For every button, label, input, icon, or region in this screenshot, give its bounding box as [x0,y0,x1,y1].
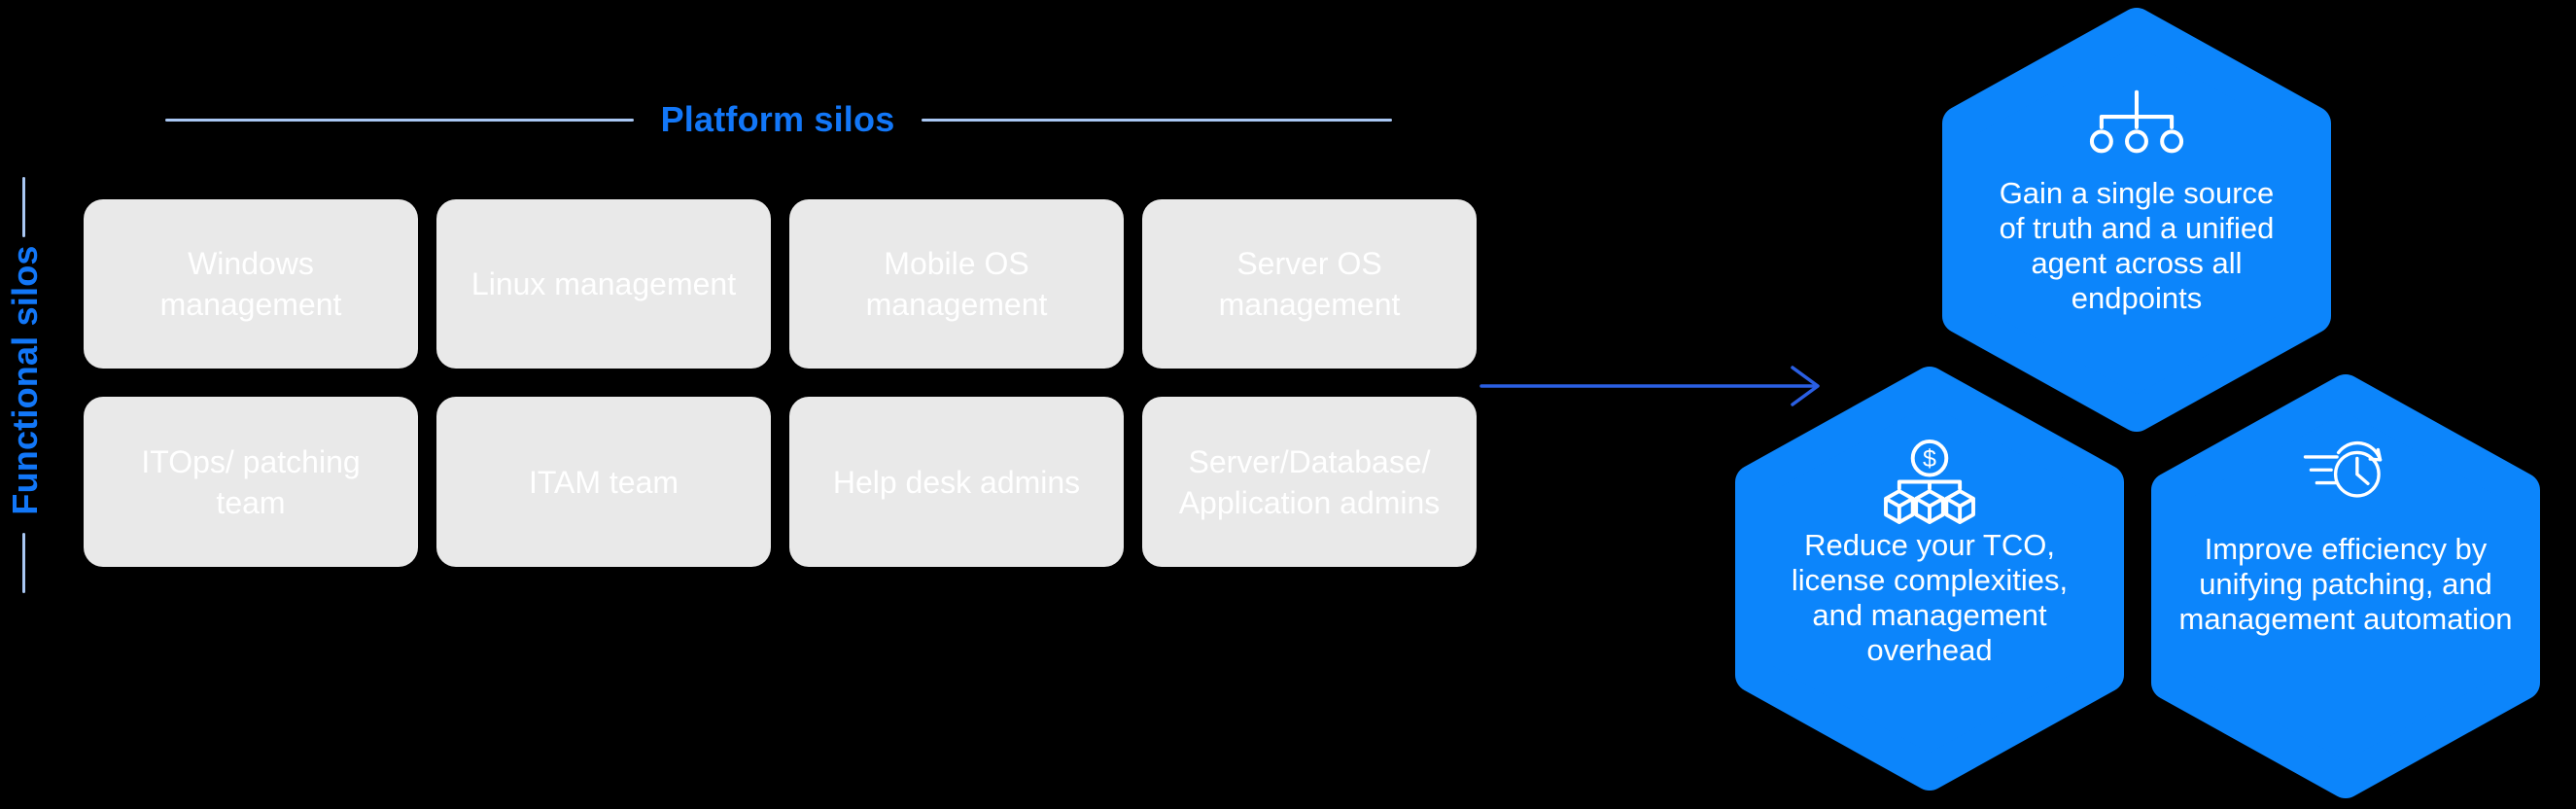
platform-silos-header: Platform silos [165,97,1392,142]
cost-distribution-icon: $ [1884,440,1975,524]
silo-box-mobile-os-management: Mobile OS management [789,199,1124,369]
silo-box-windows-management: Windows management [84,199,418,369]
platform-silos-line-left [165,118,634,122]
benefit-hexagon-reduce-tco: $ Reduce your TCO, license complexities,… [1735,365,2124,792]
benefit-hexagon-improve-efficiency: Improve efficiency by unifying patching,… [2151,372,2540,800]
silo-box-linux-management: Linux management [436,199,771,369]
functional-silos-line-top [22,177,25,237]
silo-box-itops-patching-team: ITOps/ patching team [84,397,418,567]
hexagon-shape [2151,374,2540,798]
svg-text:$: $ [1923,445,1936,473]
hexagon-shape [1942,8,2331,432]
hexagon-text: Reduce your TCO, license complexities, a… [1791,528,2069,667]
silo-box-server-os-management: Server OS management [1142,199,1477,369]
hexagon-text: Improve efficiency by unifying patching,… [2178,532,2513,636]
benefit-hexagon-single-source: Gain a single source of truth and a unif… [1942,6,2331,434]
platform-silos-label: Platform silos [660,99,895,139]
silo-box-help-desk-admins: Help desk admins [789,397,1124,567]
platform-silos-line-right [922,118,1392,122]
efficiency-clock-icon [2303,440,2383,498]
silo-box-server-database-application-admins: Server/Database/ Application admins [1142,397,1477,567]
hexagon-shape [1735,367,2124,791]
hexagon-text: Gain a single source of truth and a unif… [1999,176,2275,315]
functional-silos-line-bottom [22,533,25,593]
arrow-right-icon [1479,366,1820,406]
silo-box-itam-team: ITAM team [436,397,771,567]
sitemap-icon [2089,89,2184,154]
functional-silos-label: Functional silos [5,245,45,515]
